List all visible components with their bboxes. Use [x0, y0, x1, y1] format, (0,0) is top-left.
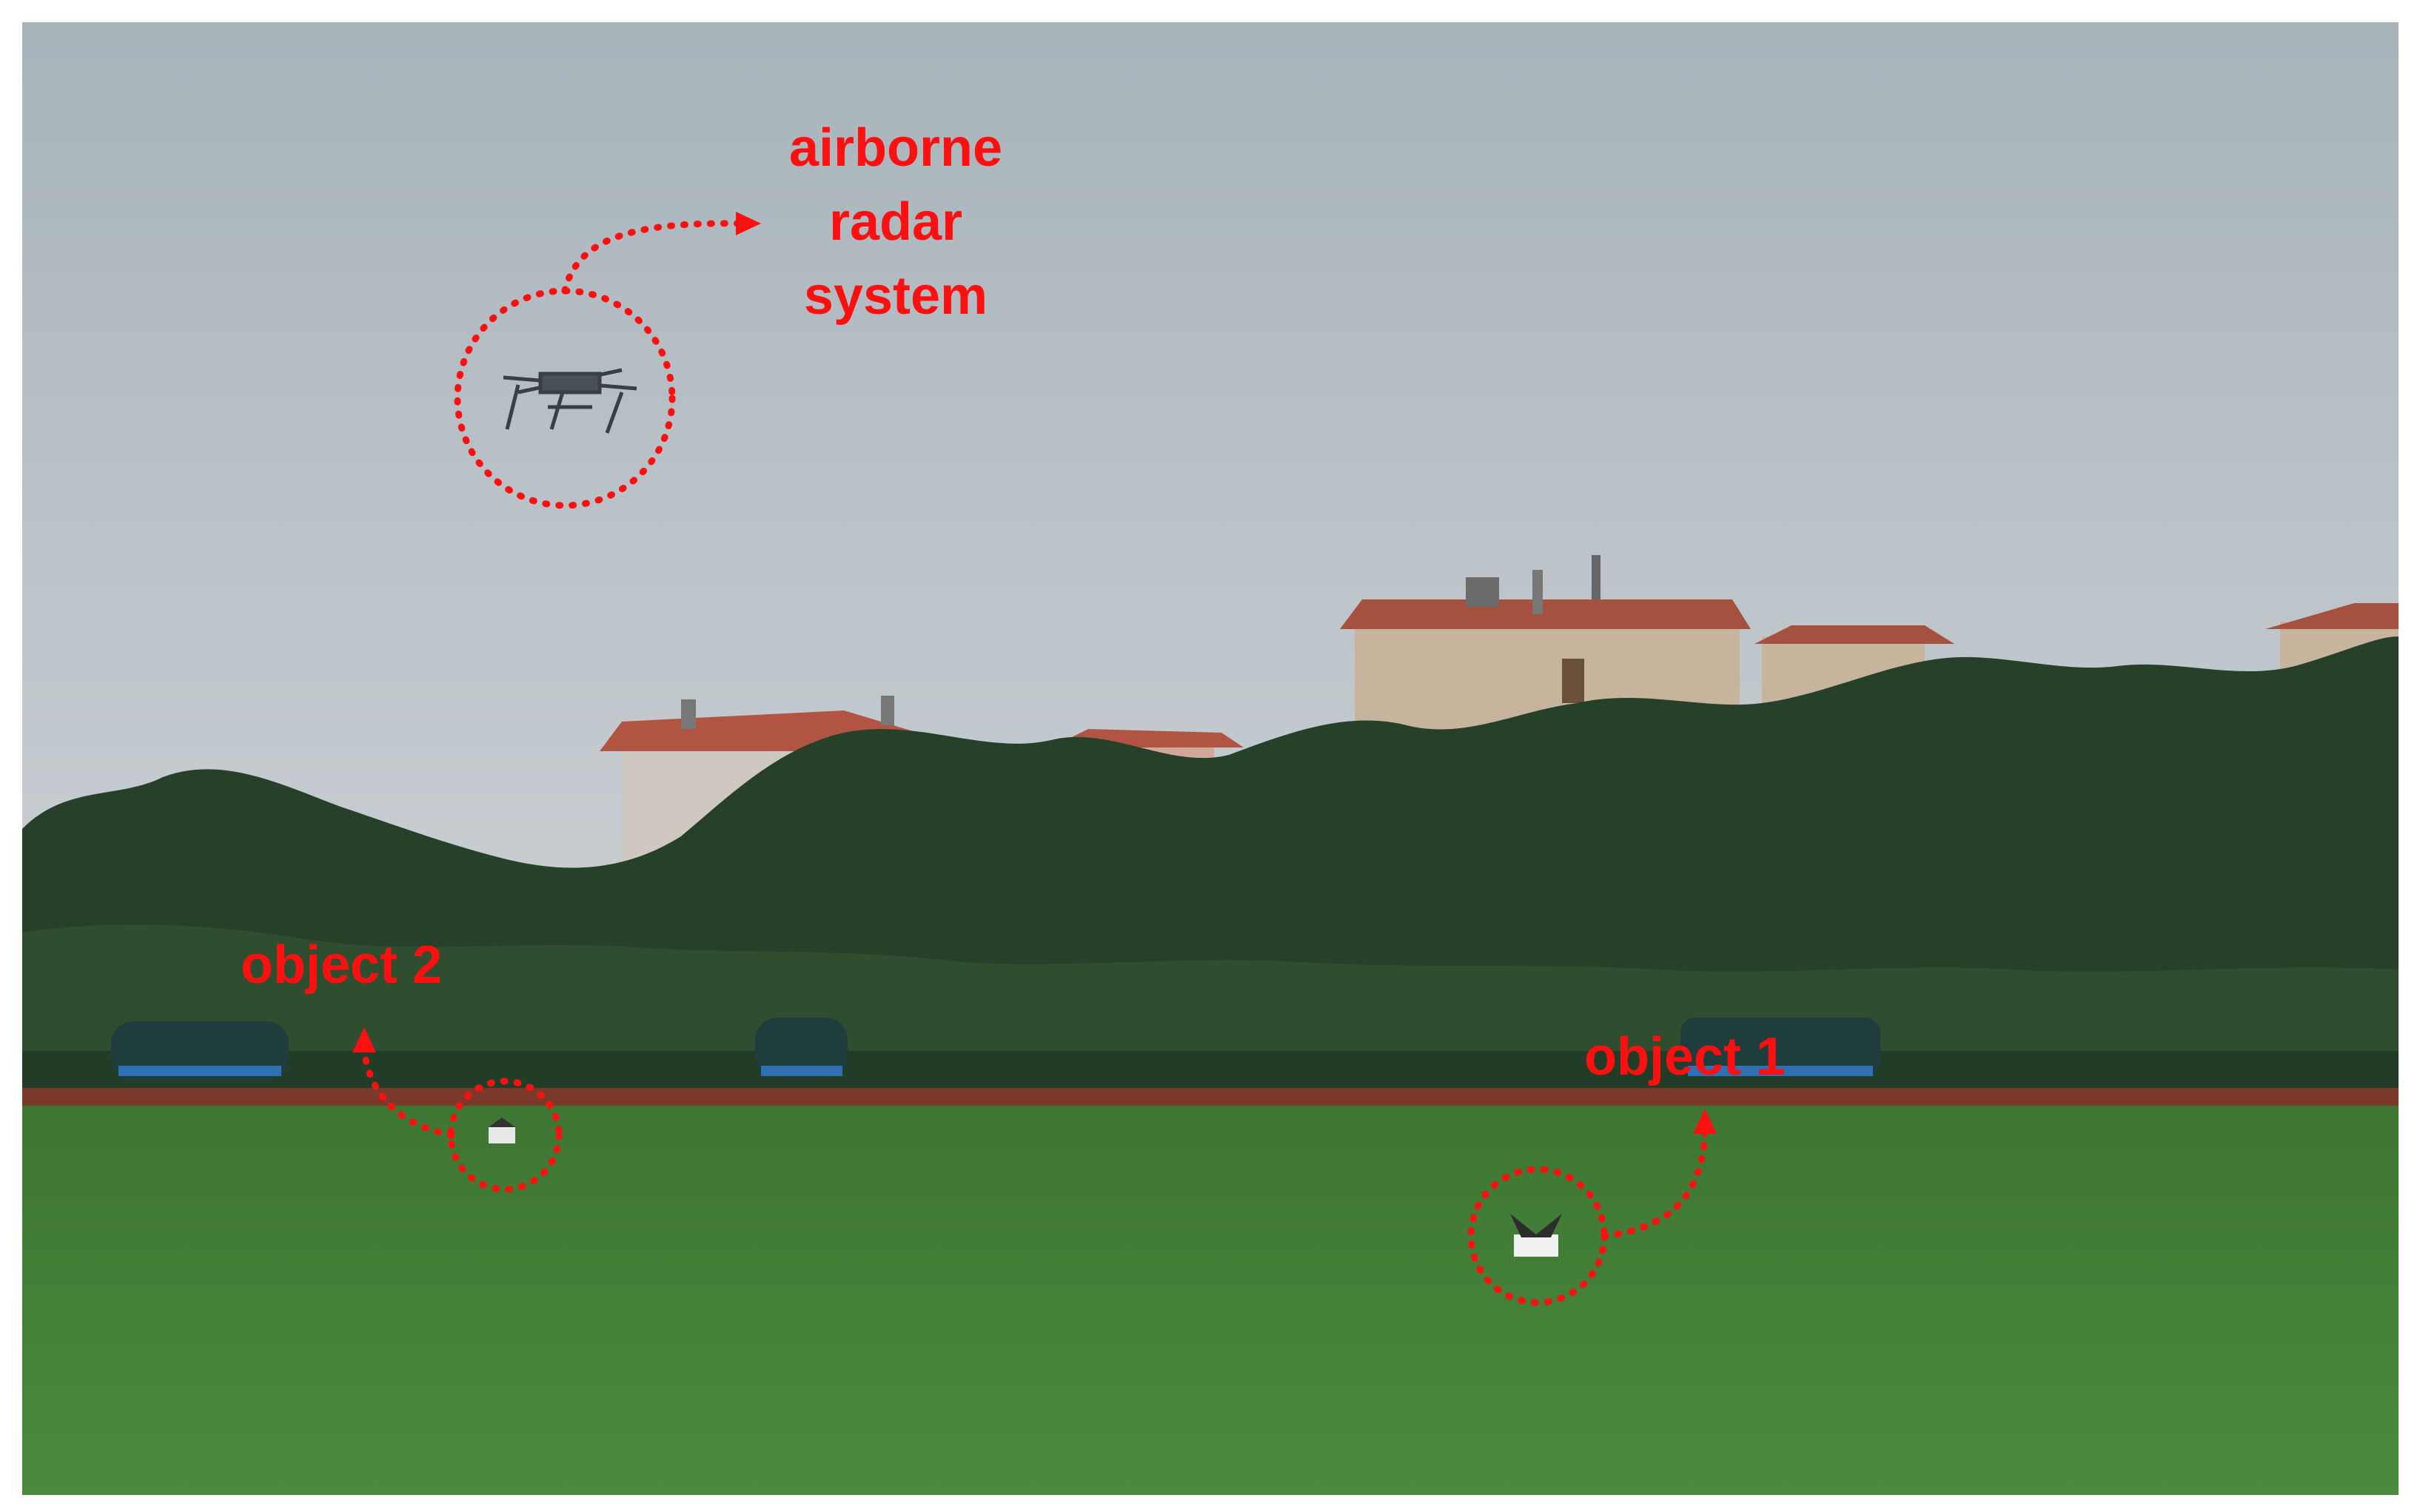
object-1-pointer-arrow: [1601, 1129, 1709, 1240]
object-2-highlight-circle: [447, 1078, 563, 1193]
object-1-reflector: [1510, 1214, 1562, 1257]
radar-label-line-3: system: [803, 266, 988, 326]
team-benches: [111, 1018, 1880, 1081]
radar-label-line-2: radar: [828, 192, 963, 252]
object-1-label: object 1: [1584, 1027, 1786, 1086]
radar-arrowhead: [736, 212, 761, 235]
radar-pointer-arrow: [561, 220, 744, 295]
airborne-radar-system-label: airborne radar system: [770, 111, 1022, 333]
radar-label-line-1: airborne: [788, 118, 1003, 178]
object-1-arrowhead: [1693, 1109, 1717, 1134]
grass-field: [22, 1106, 2399, 1495]
hedge: [22, 1051, 2399, 1088]
object-2-label: object 2: [241, 935, 443, 995]
running-track: [22, 1088, 2399, 1106]
object-2-reflector: [489, 1118, 515, 1143]
drone-radar: [503, 368, 637, 434]
object-2-pointer-arrow: [361, 1047, 455, 1139]
object-2-arrowhead: [352, 1027, 376, 1052]
